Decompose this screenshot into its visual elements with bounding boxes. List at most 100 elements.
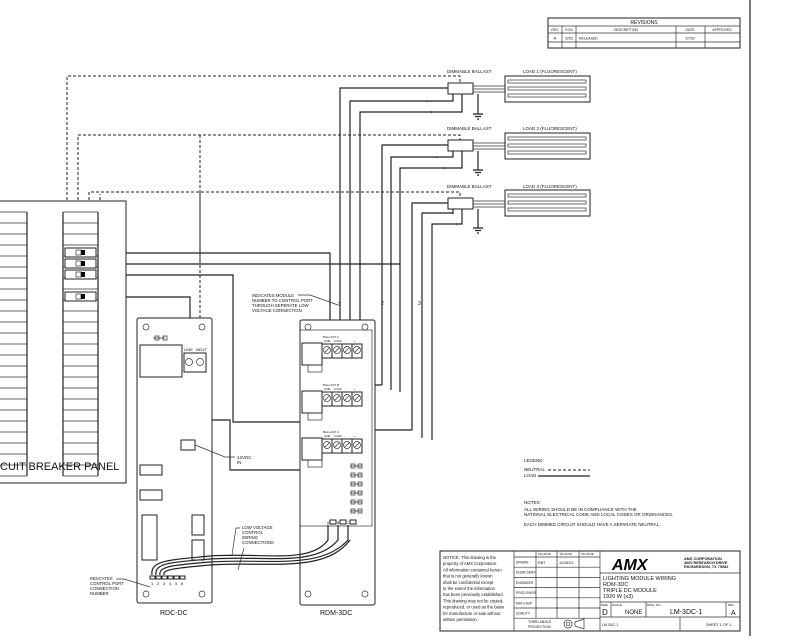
12vdc-connector	[180, 439, 196, 451]
ballast-label: DIMMABLE BALLAST	[447, 69, 492, 74]
ground-icon	[473, 94, 483, 120]
terminal-label: LINE	[324, 339, 330, 343]
svg-text:SCALE: SCALE	[612, 603, 622, 607]
callout-control-port: INDICATES CONTROL PORT CONNECTION NUMBER	[90, 576, 151, 596]
svg-text:INDICATES: INDICATES	[90, 576, 113, 581]
ballast-box	[447, 197, 474, 210]
plus-label: +	[443, 166, 446, 172]
revisions-table: REVISIONS REV ECN DESCRIPTION DATE APPRO…	[547, 17, 741, 49]
date-value: 1/7/02	[685, 37, 695, 41]
svg-text:LOW VOLTAGE: LOW VOLTAGE	[242, 525, 273, 530]
breaker-switch[interactable]	[64, 291, 97, 302]
control-port[interactable]	[349, 519, 357, 525]
role-label: ENGR DERV	[516, 571, 536, 575]
rev-value: A	[731, 610, 736, 617]
port-letter: A	[327, 521, 330, 525]
ballast-box	[447, 139, 474, 152]
minus-label: -	[452, 211, 454, 217]
svg-text:SIZE: SIZE	[601, 603, 608, 607]
load-label: LOAD 2 (FLUORESCENT)	[523, 126, 577, 131]
ballast-label: BALLAST C	[323, 430, 340, 434]
load-wires	[4, 87, 463, 471]
terminal-label: -	[344, 434, 345, 438]
terminal-label: +	[354, 434, 356, 438]
screw-terminal[interactable]	[351, 343, 363, 359]
notice-line: for manufacture or sale without	[443, 611, 501, 616]
control-port[interactable]	[161, 575, 168, 580]
wire-number: 2	[381, 301, 384, 307]
role-label: MATL/SUP	[516, 601, 533, 605]
port-number: 2	[157, 581, 160, 586]
svg-text:CONTROL PORT: CONTROL PORT	[90, 581, 124, 586]
load-label: LOAD 3 (FLUORESCENT)	[523, 184, 577, 189]
terminal-label: -	[344, 387, 345, 391]
sheet: SHEET 1 OF 1	[706, 623, 731, 627]
svg-text:TRIPLE DC MODULE: TRIPLE DC MODULE	[603, 588, 657, 594]
breaker-switch[interactable]	[64, 247, 97, 258]
control-port[interactable]	[149, 575, 156, 580]
fuse-icon	[350, 472, 363, 478]
svg-text:RICHARDSON, TX 75082: RICHARDSON, TX 75082	[684, 565, 728, 569]
neut-label: NEUT	[196, 347, 207, 352]
control-port[interactable]	[173, 575, 180, 580]
control-port[interactable]	[179, 575, 186, 580]
sig-header: SIG./DATE	[538, 552, 551, 556]
load-label: LOAD 1 (FLUORESCENT)	[523, 69, 577, 74]
ballast-label: BALLAST A	[323, 335, 339, 339]
notice-line: property of AMX Corporation.	[443, 561, 497, 566]
rev-header: REV	[551, 28, 559, 32]
svg-text:REV: REV	[728, 603, 734, 607]
notice-line: shall be confidential except	[443, 580, 494, 585]
ballast-label: DIMMABLE BALLAST	[447, 126, 492, 131]
dwg-no: LM-3DC-1	[670, 609, 702, 616]
notice-line: This drawing may not be copied,	[443, 598, 503, 603]
control-port[interactable]	[339, 519, 347, 525]
terminal-label: +	[354, 339, 356, 343]
role-label: ENGINEER	[516, 581, 534, 585]
screw-terminal[interactable]	[351, 391, 363, 407]
control-port[interactable]	[167, 575, 174, 580]
screw-terminal[interactable]	[351, 438, 363, 454]
svg-text:NOTES:: NOTES:	[524, 500, 541, 505]
callout-12vdc: 12VDC IN	[194, 444, 252, 465]
ballast-load-2: DIMMABLE BALLAST LOAD 2 (FLUORESCENT)	[447, 126, 591, 176]
svg-text:NATIONAL ELECTRICAL CODE AND L: NATIONAL ELECTRICAL CODE AND LOCAL CODES…	[524, 512, 673, 517]
terminal-label: LOAD	[334, 387, 342, 391]
control-cable	[151, 525, 351, 576]
role-label: PROD ENGR	[516, 591, 537, 595]
control-port[interactable]	[329, 519, 337, 525]
svg-text:IN: IN	[237, 460, 242, 465]
wire-number: 3	[418, 301, 421, 307]
fuse-icon	[350, 499, 363, 505]
legend: LEGEND: NEUTRAL LOAD	[524, 458, 590, 478]
fuse-icon	[350, 490, 363, 496]
line-label: LINE	[184, 347, 193, 352]
svg-text:ALL WIRING SHOULD BE IN COMPLI: ALL WIRING SHOULD BE IN COMPLIANCE WITH …	[524, 507, 637, 512]
sig-header: SIG./DATE	[581, 552, 594, 556]
svg-text:LOAD: LOAD	[524, 473, 537, 478]
breaker-switch[interactable]	[64, 258, 97, 269]
notice-line: that is not generally known	[443, 574, 493, 579]
notice-line: reproduced, or used as the basis	[443, 605, 504, 610]
ballast-label: DIMMABLE BALLAST	[447, 184, 492, 189]
role-label: QUALITY	[516, 612, 531, 616]
drawn-by: RBT	[538, 561, 546, 565]
panel-label: CUIT BREAKER PANEL	[0, 461, 119, 473]
polarity-marks: - + - + - +	[426, 99, 458, 228]
control-port[interactable]	[155, 575, 162, 580]
svg-text:THIRD ANGLE: THIRD ANGLE	[528, 620, 552, 624]
svg-text:INDICATES MODULE: INDICATES MODULE	[252, 293, 294, 298]
fuse-icon	[153, 335, 168, 341]
svg-text:LIGHTING MODULE WIRING: LIGHTING MODULE WIRING	[603, 576, 676, 582]
svg-text:1920 W (x3): 1920 W (x3)	[603, 594, 633, 600]
callout-low-voltage: LOW VOLTAGE CONTROL WIRING CONNECTIONS	[231, 525, 274, 556]
notice-line: to the extent the information	[443, 586, 496, 591]
ballast-load-3: DIMMABLE BALLAST LOAD 3 (FLUORESCENT)	[447, 184, 591, 234]
ground-icon	[473, 151, 483, 176]
svg-text:NUMBER: NUMBER	[90, 591, 109, 596]
breaker-switch[interactable]	[64, 269, 97, 280]
